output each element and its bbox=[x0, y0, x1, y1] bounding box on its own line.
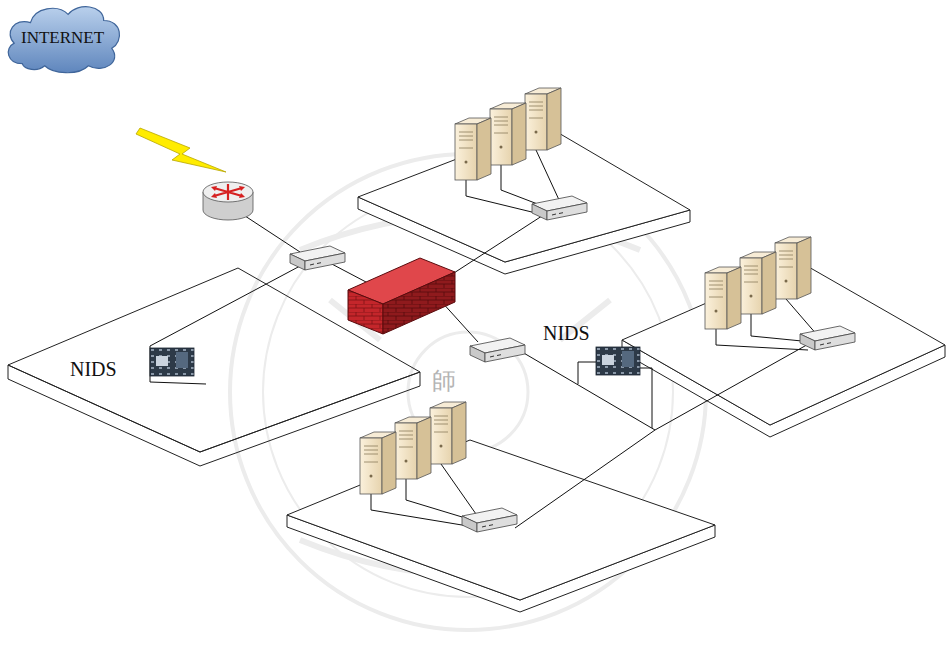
network-illustration bbox=[470, 338, 525, 362]
platform-outline bbox=[5, 262, 425, 468]
network-illustration bbox=[705, 237, 811, 329]
network-cable bbox=[578, 362, 596, 384]
router-symbol bbox=[203, 182, 253, 220]
network-illustration bbox=[360, 402, 466, 494]
network-cable bbox=[441, 464, 476, 514]
cloud-shape bbox=[8, 7, 119, 73]
firewall-symbol bbox=[383, 272, 455, 334]
firewall-symbol bbox=[348, 258, 455, 334]
watermark-text: 師 bbox=[432, 368, 456, 394]
server-platform bbox=[287, 440, 715, 600]
network-cable bbox=[522, 342, 812, 430]
internet-cloud: INTERNET bbox=[2, 2, 124, 74]
platform-side bbox=[8, 365, 420, 466]
network-cable bbox=[150, 150, 818, 528]
network-illustration bbox=[150, 348, 194, 376]
router-symbol bbox=[214, 184, 242, 200]
router-symbol bbox=[211, 186, 245, 198]
node-text: INTERNET bbox=[21, 29, 104, 48]
network-illustration bbox=[290, 246, 345, 270]
wan-link-bolt bbox=[136, 128, 226, 172]
network-cable bbox=[536, 150, 560, 202]
node-text: NIDS bbox=[70, 358, 117, 380]
network-cable bbox=[515, 430, 655, 528]
network-illustration bbox=[462, 508, 517, 532]
network-cable bbox=[501, 165, 548, 208]
network-cable bbox=[150, 266, 300, 384]
nids-label: NIDS bbox=[543, 322, 590, 344]
network-illustration bbox=[455, 88, 561, 180]
firewall-symbol bbox=[348, 290, 383, 334]
server-platform bbox=[287, 440, 715, 612]
nids-platform: NIDS bbox=[5, 262, 425, 468]
network-cable bbox=[716, 329, 808, 350]
network-cable bbox=[406, 479, 472, 520]
platform-top bbox=[8, 268, 420, 452]
network-cable bbox=[466, 180, 540, 214]
router-symbol bbox=[203, 182, 253, 202]
network-cable bbox=[786, 299, 818, 336]
network-illustration bbox=[596, 347, 640, 375]
network-cable bbox=[640, 368, 652, 428]
network-cable bbox=[371, 494, 468, 526]
network-illustration bbox=[800, 326, 855, 350]
network-illustration bbox=[532, 196, 587, 220]
network-cable bbox=[242, 214, 300, 252]
